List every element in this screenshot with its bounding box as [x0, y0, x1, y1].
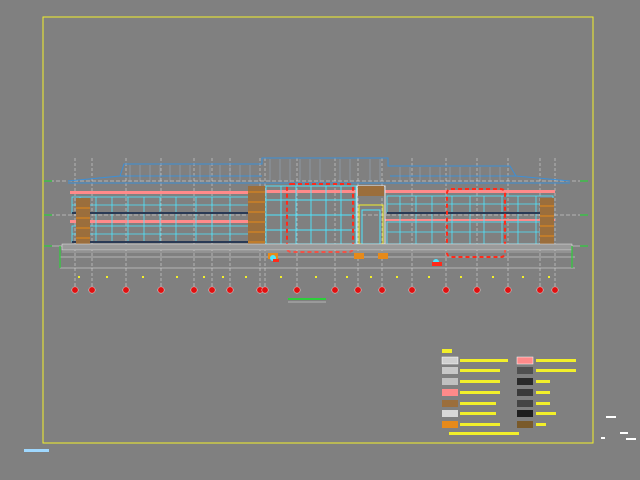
scale-bar: [24, 449, 49, 452]
legend-swatch-icon: [441, 356, 459, 365]
axis-markers: [71, 286, 559, 294]
axis-marker-icon: [261, 286, 269, 294]
legend-label-bar: [536, 359, 576, 362]
building-elevation: [44, 157, 588, 303]
legend-swatch-icon: [442, 410, 458, 417]
legend-swatch-icon: [516, 356, 534, 365]
axis-marker-icon: [378, 286, 386, 294]
left-railings: [72, 212, 250, 243]
left-end-column: [76, 198, 90, 244]
legend-label-bar: [536, 402, 550, 405]
roof-hatch: [129, 159, 501, 182]
ground-plinth: [61, 243, 573, 253]
legend-right-column: [516, 356, 576, 428]
axis-marker-icon: [504, 286, 512, 294]
legend-label-bar: [460, 402, 496, 405]
legend-swatch-icon: [517, 378, 533, 385]
legend-label-bar: [536, 380, 550, 383]
legend-label-bar: [460, 380, 500, 383]
axis-marker-icon: [408, 286, 416, 294]
axis-marker-icon: [122, 286, 130, 294]
floor-bands: [70, 190, 555, 223]
legend-label-bar: [536, 391, 550, 394]
axis-marker-icon: [536, 286, 544, 294]
legend-swatch-icon: [442, 389, 458, 396]
axis-marker-icon: [208, 286, 216, 294]
legend-swatch-icon: [517, 367, 533, 374]
legend-header-swatch: [442, 349, 452, 353]
central-facade: [265, 185, 357, 245]
legend-label-bar: [460, 423, 500, 426]
axis-marker-icon: [71, 286, 79, 294]
legend-left-column: [441, 356, 508, 428]
legend-swatch-icon: [442, 421, 458, 428]
highlight-boxes: [286, 183, 506, 258]
legend-label-bar: [460, 359, 508, 362]
legend-swatch-icon: [442, 400, 458, 407]
axis-marker-icon: [293, 286, 301, 294]
legend-label-bar: [460, 391, 500, 394]
axis-marker-icon: [226, 286, 234, 294]
axis-marker-icon: [157, 286, 165, 294]
legend-label-bar: [536, 423, 546, 426]
roof: [67, 157, 571, 184]
legend-label-bar: [460, 412, 496, 415]
legend-label-bar: [460, 369, 500, 372]
stair-tower: [248, 186, 265, 246]
level-markers: [44, 180, 588, 268]
legend-swatch-icon: [517, 389, 533, 396]
legend-swatch-icon: [517, 400, 533, 407]
legend-swatch-icon: [517, 421, 533, 428]
legend-label-bar: [536, 369, 576, 372]
axis-marker-icon: [551, 286, 559, 294]
legend-swatch-icon: [442, 378, 458, 385]
dimension-ticks: [78, 276, 550, 278]
title-block-marks: [601, 416, 636, 440]
legend-footer-bar: [449, 432, 519, 435]
legend-swatch-icon: [442, 367, 458, 374]
elevation-title: [288, 298, 326, 303]
axis-marker-icon: [190, 286, 198, 294]
axis-marker-icon: [473, 286, 481, 294]
axis-marker-icon: [88, 286, 96, 294]
legend-label-bar: [536, 412, 556, 415]
legend-swatch-icon: [517, 410, 533, 417]
right-stair-column: [540, 198, 554, 244]
legend: [441, 349, 576, 435]
axis-marker-icon: [354, 286, 362, 294]
ground-details: [268, 253, 442, 266]
axis-marker-icon: [442, 286, 450, 294]
axis-marker-icon: [331, 286, 339, 294]
sheet-frame: [42, 16, 594, 444]
